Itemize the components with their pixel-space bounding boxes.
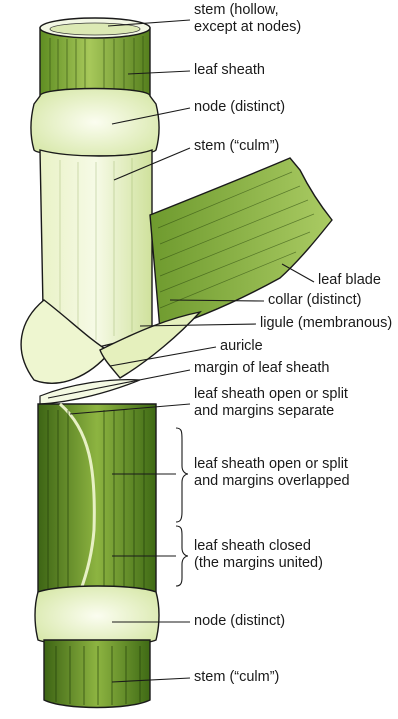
label-closed-line1: leaf sheath closed — [194, 538, 323, 555]
stem-base — [44, 640, 150, 708]
label-stem-hollow: stem (hollow, except at nodes) — [194, 2, 301, 36]
leader-leaf-blade — [282, 264, 314, 282]
label-stem-culm-upper: stem (“culm”) — [194, 138, 279, 155]
label-leaf-sheath: leaf sheath — [194, 62, 265, 79]
label-leaf-blade: leaf blade — [318, 272, 381, 289]
label-stem-hollow-line1: stem (hollow, — [194, 2, 301, 19]
label-open-separate-line1: leaf sheath open or split — [194, 386, 348, 403]
label-node-lower: node (distinct) — [194, 613, 285, 630]
label-closed-line2: (the margins united) — [194, 555, 323, 572]
label-stem-culm-lower: stem (“culm”) — [194, 669, 279, 686]
brace-closed — [176, 526, 188, 586]
label-margin: margin of leaf sheath — [194, 360, 329, 377]
lower-node — [35, 586, 159, 646]
label-node-upper: node (distinct) — [194, 99, 285, 116]
label-ligule: ligule (membranous) — [260, 315, 392, 332]
label-open-overlapped-line2: and margins overlapped — [194, 473, 350, 490]
upper-node — [31, 89, 159, 157]
label-open-overlapped: leaf sheath open or split and margins ov… — [194, 456, 350, 490]
label-open-separate: leaf sheath open or split and margins se… — [194, 386, 348, 420]
label-closed: leaf sheath closed (the margins united) — [194, 538, 323, 572]
label-collar: collar (distinct) — [268, 292, 361, 309]
label-open-separate-line2: and margins separate — [194, 403, 348, 420]
label-stem-hollow-line2: except at nodes) — [194, 19, 301, 36]
label-auricle: auricle — [220, 338, 263, 355]
leaf-sheath-lower — [38, 404, 156, 592]
brace-overlapped — [176, 428, 188, 522]
label-open-overlapped-line1: leaf sheath open or split — [194, 456, 350, 473]
